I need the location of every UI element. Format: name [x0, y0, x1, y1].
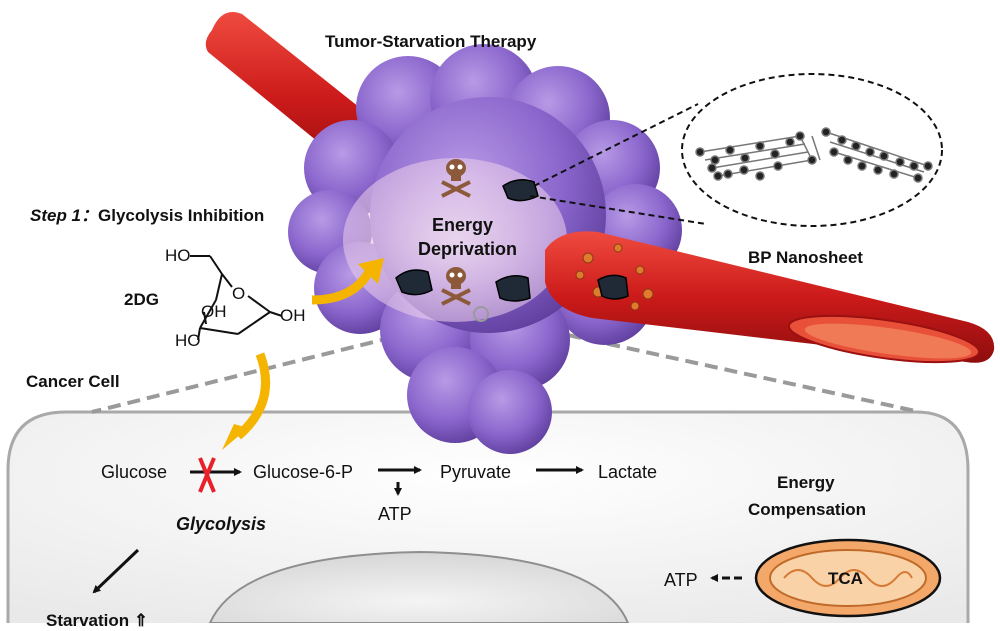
nucleus: [208, 550, 630, 623]
nanosheet-3: [495, 275, 531, 302]
step1-label: Step 1：Glycolysis Inhibition: [30, 201, 264, 226]
mol-label-ho-bottom: HO: [175, 331, 201, 350]
mol-label-ring-o: O: [232, 284, 246, 303]
vessel-particles: [575, 243, 654, 311]
center-line2: Deprivation: [418, 239, 518, 259]
skull-icon-bottom: [441, 267, 471, 306]
nanosheet-label: BP Nanosheet: [748, 248, 863, 267]
2dg-molecule: [190, 255, 283, 341]
drug-name: 2DG: [124, 290, 159, 309]
starvation-label: Starvation ⇑: [46, 611, 149, 630]
pathway-g6p: Glucose-6-P: [253, 462, 354, 482]
nanosheet-callout: [681, 73, 943, 227]
cancer-cell-label: Cancer Cell: [26, 372, 120, 391]
diagram-title: Tumor-Starvation Therapy: [325, 32, 537, 51]
compensation-atp: ATP: [664, 570, 698, 590]
pathway-pyruvate: Pyruvate: [440, 462, 512, 482]
step1-prefix: Step 1：: [30, 206, 99, 225]
inhibition-cross: [198, 457, 216, 493]
glycolysis-label: Glycolysis: [176, 514, 267, 534]
nanosheet-2: [395, 269, 433, 296]
compensation-line1: Energy: [777, 473, 835, 492]
nanosheet-1: [502, 179, 539, 202]
center-line1: Energy: [432, 215, 494, 235]
skull-icon-top: [441, 159, 471, 198]
zoom-focus-circle: [473, 306, 489, 322]
tca-label: TCA: [828, 569, 863, 588]
cancer-cell-membrane: [6, 410, 970, 623]
compensation-line2: Compensation: [748, 500, 867, 519]
bp-lattice: [695, 127, 933, 183]
yellow-arrow-into-tumor: [311, 267, 374, 305]
nanosheet-4: [597, 274, 629, 300]
mol-label-oh-right: OH: [280, 306, 306, 325]
pathway-lactate: Lactate: [598, 462, 658, 482]
pathway-glucose: Glucose: [101, 462, 168, 482]
mol-label-ho-top: HO: [165, 246, 191, 265]
nanosheets: [395, 179, 629, 302]
mol-label-oh-ring: OH: [201, 302, 227, 321]
pathway-atp: ATP: [378, 504, 412, 524]
step1-text: Glycolysis Inhibition: [98, 206, 265, 225]
arrow-starvation: [92, 548, 140, 594]
zoom-line-right: [489, 316, 921, 414]
mitochondria: [754, 538, 942, 618]
